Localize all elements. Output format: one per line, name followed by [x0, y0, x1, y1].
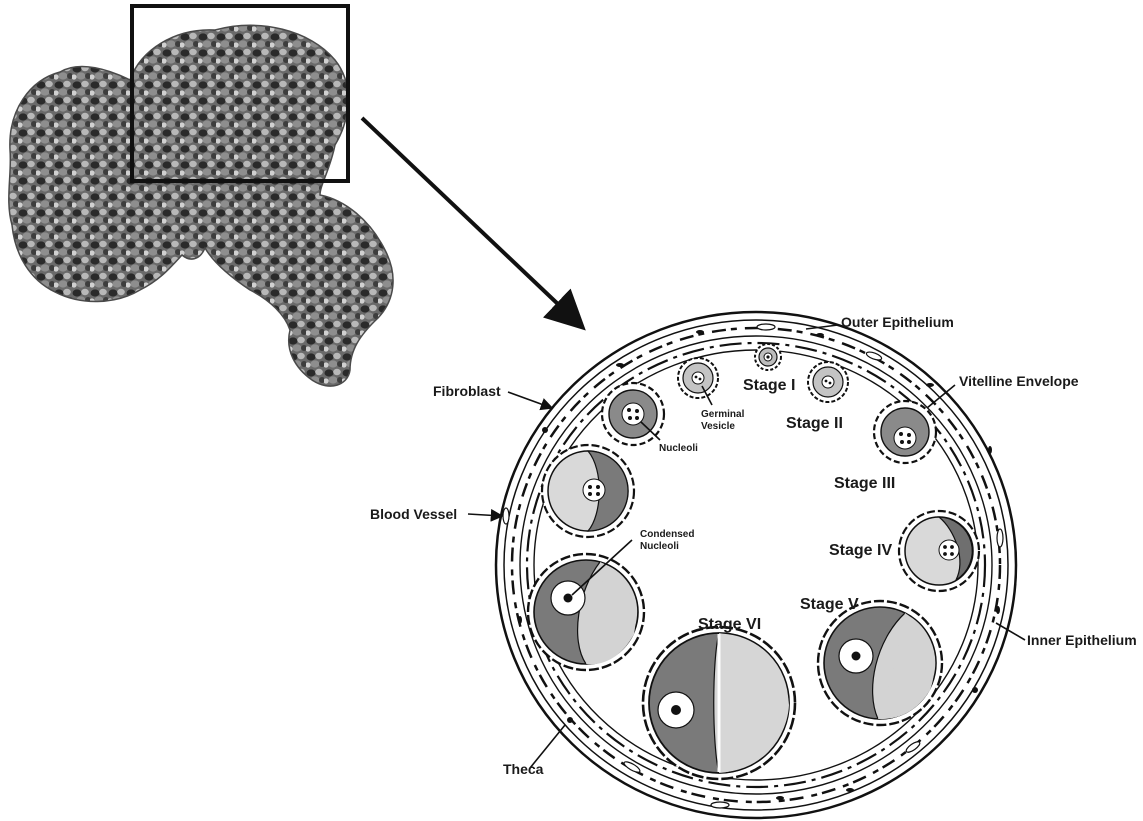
label-stage-3: Stage III	[834, 475, 895, 492]
leader-blood-vessel	[468, 514, 502, 516]
label-stage-4: Stage IV	[829, 542, 892, 559]
oocyte-stage-2b	[808, 362, 848, 402]
oocyte-stage-4a	[542, 445, 634, 537]
label-stage-5: Stage V	[800, 596, 859, 613]
oocyte-stage-6	[643, 627, 795, 779]
label-nucleoli: Nucleoli	[659, 443, 698, 454]
label-outer-epithelium: Outer Epithelium	[841, 314, 954, 330]
oocyte-stage-2a	[678, 358, 718, 398]
label-condensed-2: Nucleoli	[640, 541, 679, 552]
label-theca: Theca	[503, 761, 544, 777]
label-fibroblast: Fibroblast	[433, 383, 501, 399]
label-stage-2: Stage II	[786, 415, 843, 432]
oocyte-stage-3b	[874, 401, 936, 463]
label-stage-6: Stage VI	[698, 616, 761, 633]
label-blood-vessel: Blood Vessel	[370, 506, 457, 522]
oocyte-stage-1	[755, 344, 781, 370]
label-condensed-1: Condensed	[640, 529, 694, 540]
label-inner-epithelium: Inner Epithelium	[1027, 632, 1137, 648]
oocyte-stage-5a	[528, 554, 644, 670]
label-stage-1: Stage I	[743, 377, 795, 394]
label-vitelline-envelope: Vitelline Envelope	[959, 373, 1079, 389]
label-germinal-1: Germinal	[701, 409, 745, 420]
ovary-photo	[9, 25, 393, 386]
leader-fibroblast	[508, 392, 552, 408]
zoom-arrow	[362, 118, 580, 325]
oocyte-stage-5b	[818, 601, 942, 725]
oocyte-stage-4b	[899, 511, 979, 591]
label-germinal-2: Vesicle	[701, 421, 735, 432]
